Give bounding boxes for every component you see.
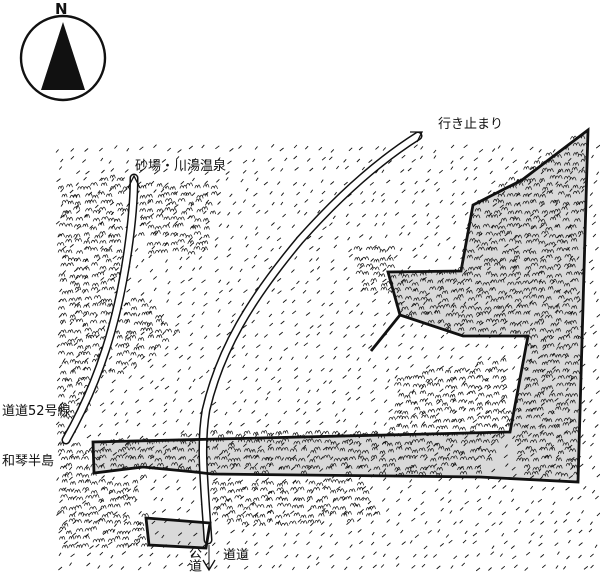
tree-cluster-icon [56, 135, 588, 549]
label-road: 道道 [223, 548, 250, 563]
road-sunaba [61, 173, 141, 445]
road-arrow-icon [202, 559, 216, 572]
grass-tick-icon [55, 143, 600, 572]
road-dead-end [198, 131, 424, 572]
parcel-spur [369, 314, 402, 352]
parcel-boundary [91, 127, 590, 484]
road-arrow-icon [410, 131, 424, 143]
label-dead-end: 行き止まり [438, 117, 504, 132]
forest-texture [56, 135, 588, 549]
road-arrow-icon [127, 174, 141, 189]
label-wakoto: 和琴半島 [2, 454, 55, 469]
label-sunaba-kawayu: 砂場・川湯温泉 [135, 159, 227, 174]
grass-texture [55, 143, 600, 572]
parcel-fill [93, 130, 588, 482]
label-route52: 道道52号線 [2, 404, 71, 419]
north-arrow-icon [19, 14, 107, 102]
small-lot-fill [146, 518, 210, 548]
label-public-road: 公道 [186, 546, 201, 572]
north-label: N [55, 0, 68, 18]
small-lot-boundary [144, 516, 212, 550]
